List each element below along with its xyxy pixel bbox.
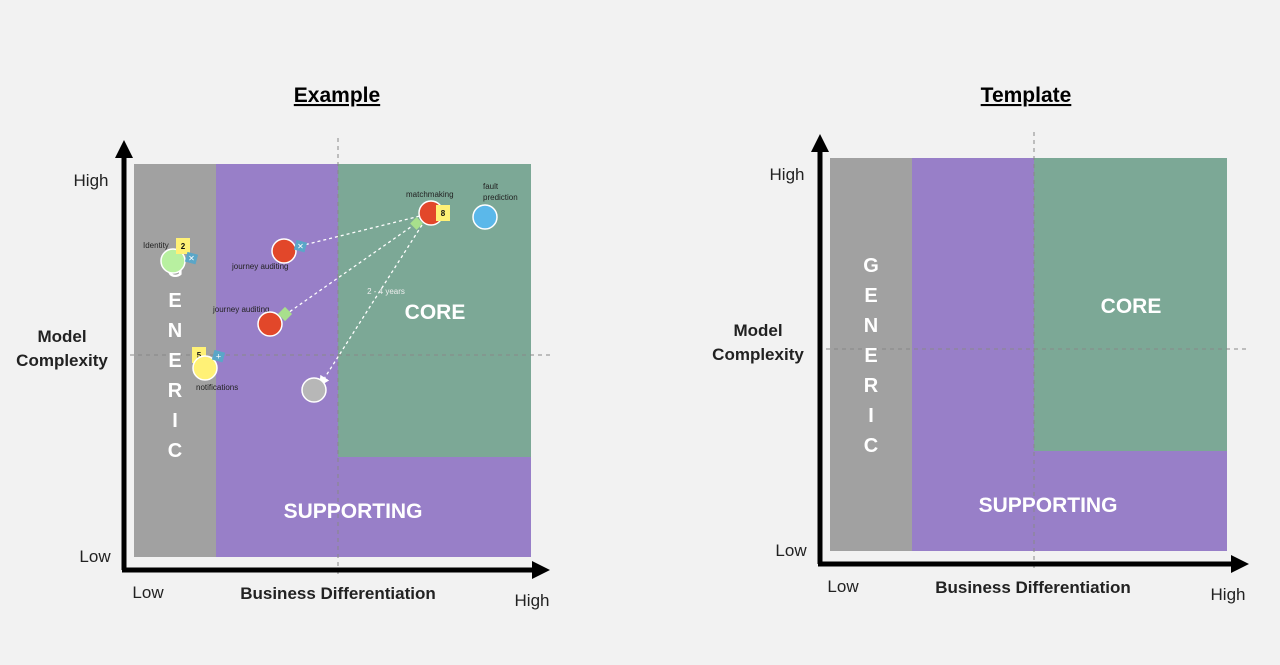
example-supporting-region-lower	[216, 457, 531, 557]
template-supporting-label: SUPPORTING	[979, 494, 1118, 517]
template-y-high: High	[770, 165, 805, 184]
node-journey-auditing-2-label: journey auditing	[212, 305, 269, 314]
svg-text:8: 8	[441, 209, 446, 218]
generic-letter: N	[864, 315, 878, 337]
template-x-axis-arrow	[1231, 555, 1249, 573]
node-fault-prediction-label: fault	[483, 182, 499, 191]
node-matchmaking[interactable]: matchmaking 8	[406, 190, 454, 230]
generic-letter: R	[168, 380, 183, 402]
plus-icon	[211, 349, 226, 363]
node-identity[interactable]: Identity 2 ✕	[143, 238, 199, 274]
arrow-icon	[277, 306, 293, 322]
template-y-title-1: Model	[733, 321, 782, 340]
badge-2	[176, 238, 190, 254]
generic-letter: R	[864, 375, 879, 397]
arrow-icon	[410, 217, 423, 230]
edge-matchmaking-unnamed	[319, 224, 423, 387]
template-supporting-region-lower	[912, 451, 1227, 551]
generic-letter: C	[168, 440, 182, 462]
example-y-low: Low	[79, 547, 111, 566]
template-x-low: Low	[827, 577, 859, 596]
example-supporting-label: SUPPORTING	[284, 500, 423, 523]
node-identity-label: Identity	[143, 241, 169, 250]
template-generic-region	[830, 158, 912, 551]
generic-letter: E	[864, 345, 877, 367]
template-x-title: Business Differentiation	[935, 578, 1131, 597]
generic-letter: E	[864, 285, 877, 307]
template-core-label: CORE	[1101, 295, 1162, 318]
generic-letter: E	[168, 350, 181, 372]
generic-letter: N	[168, 320, 182, 342]
svg-text:5: 5	[197, 351, 202, 360]
node-fault-prediction-label-2: prediction	[483, 193, 518, 202]
template-heading: Template	[981, 84, 1072, 107]
example-supporting-region-upper	[216, 164, 338, 457]
example-x-low: Low	[132, 583, 164, 602]
close-icon	[293, 239, 308, 253]
generic-letter: E	[168, 290, 181, 312]
node-matchmaking-label: matchmaking	[406, 190, 454, 199]
edge-label: 2 - 4 years	[367, 287, 405, 296]
svg-text:✕: ✕	[188, 254, 195, 263]
generic-letter: I	[172, 410, 178, 432]
example-y-title-1: Model	[37, 327, 86, 346]
example-heading: Example	[294, 84, 380, 107]
node-journey-auditing-2[interactable]: journey auditing	[212, 305, 293, 337]
svg-text:+: +	[216, 352, 221, 362]
edge-journey1-matchmaking	[299, 215, 421, 247]
node-notifications[interactable]: 5 + notifications	[192, 347, 238, 392]
template-y-title-2: Complexity	[712, 345, 804, 364]
template-supporting-region-upper	[912, 158, 1034, 451]
generic-letter: G	[863, 255, 879, 277]
node-notifications-label: notifications	[196, 383, 238, 392]
close-icon	[184, 251, 199, 265]
template-core-region	[1034, 158, 1227, 451]
generic-letter: C	[864, 435, 878, 457]
example-y-high: High	[74, 171, 109, 190]
template-y-axis-arrow	[811, 134, 829, 152]
example-x-title: Business Differentiation	[240, 584, 436, 603]
template-x-high: High	[1211, 585, 1246, 604]
example-x-axis-arrow	[532, 561, 550, 579]
node-unnamed[interactable]	[301, 377, 327, 403]
node-fault-prediction[interactable]: fault prediction	[472, 182, 518, 230]
svg-text:2: 2	[181, 242, 186, 251]
badge-8	[436, 205, 450, 221]
example-y-title-2: Complexity	[16, 351, 108, 370]
generic-letter: I	[868, 405, 874, 427]
node-journey-auditing-1-label: journey auditing	[231, 262, 288, 271]
template-y-low: Low	[775, 541, 807, 560]
svg-text:✕: ✕	[297, 242, 304, 251]
node-journey-auditing-1[interactable]: ✕ journey auditing	[231, 238, 308, 271]
example-x-high: High	[515, 591, 550, 610]
example-y-axis-arrow	[115, 140, 133, 158]
example-core-label: CORE	[405, 301, 466, 324]
